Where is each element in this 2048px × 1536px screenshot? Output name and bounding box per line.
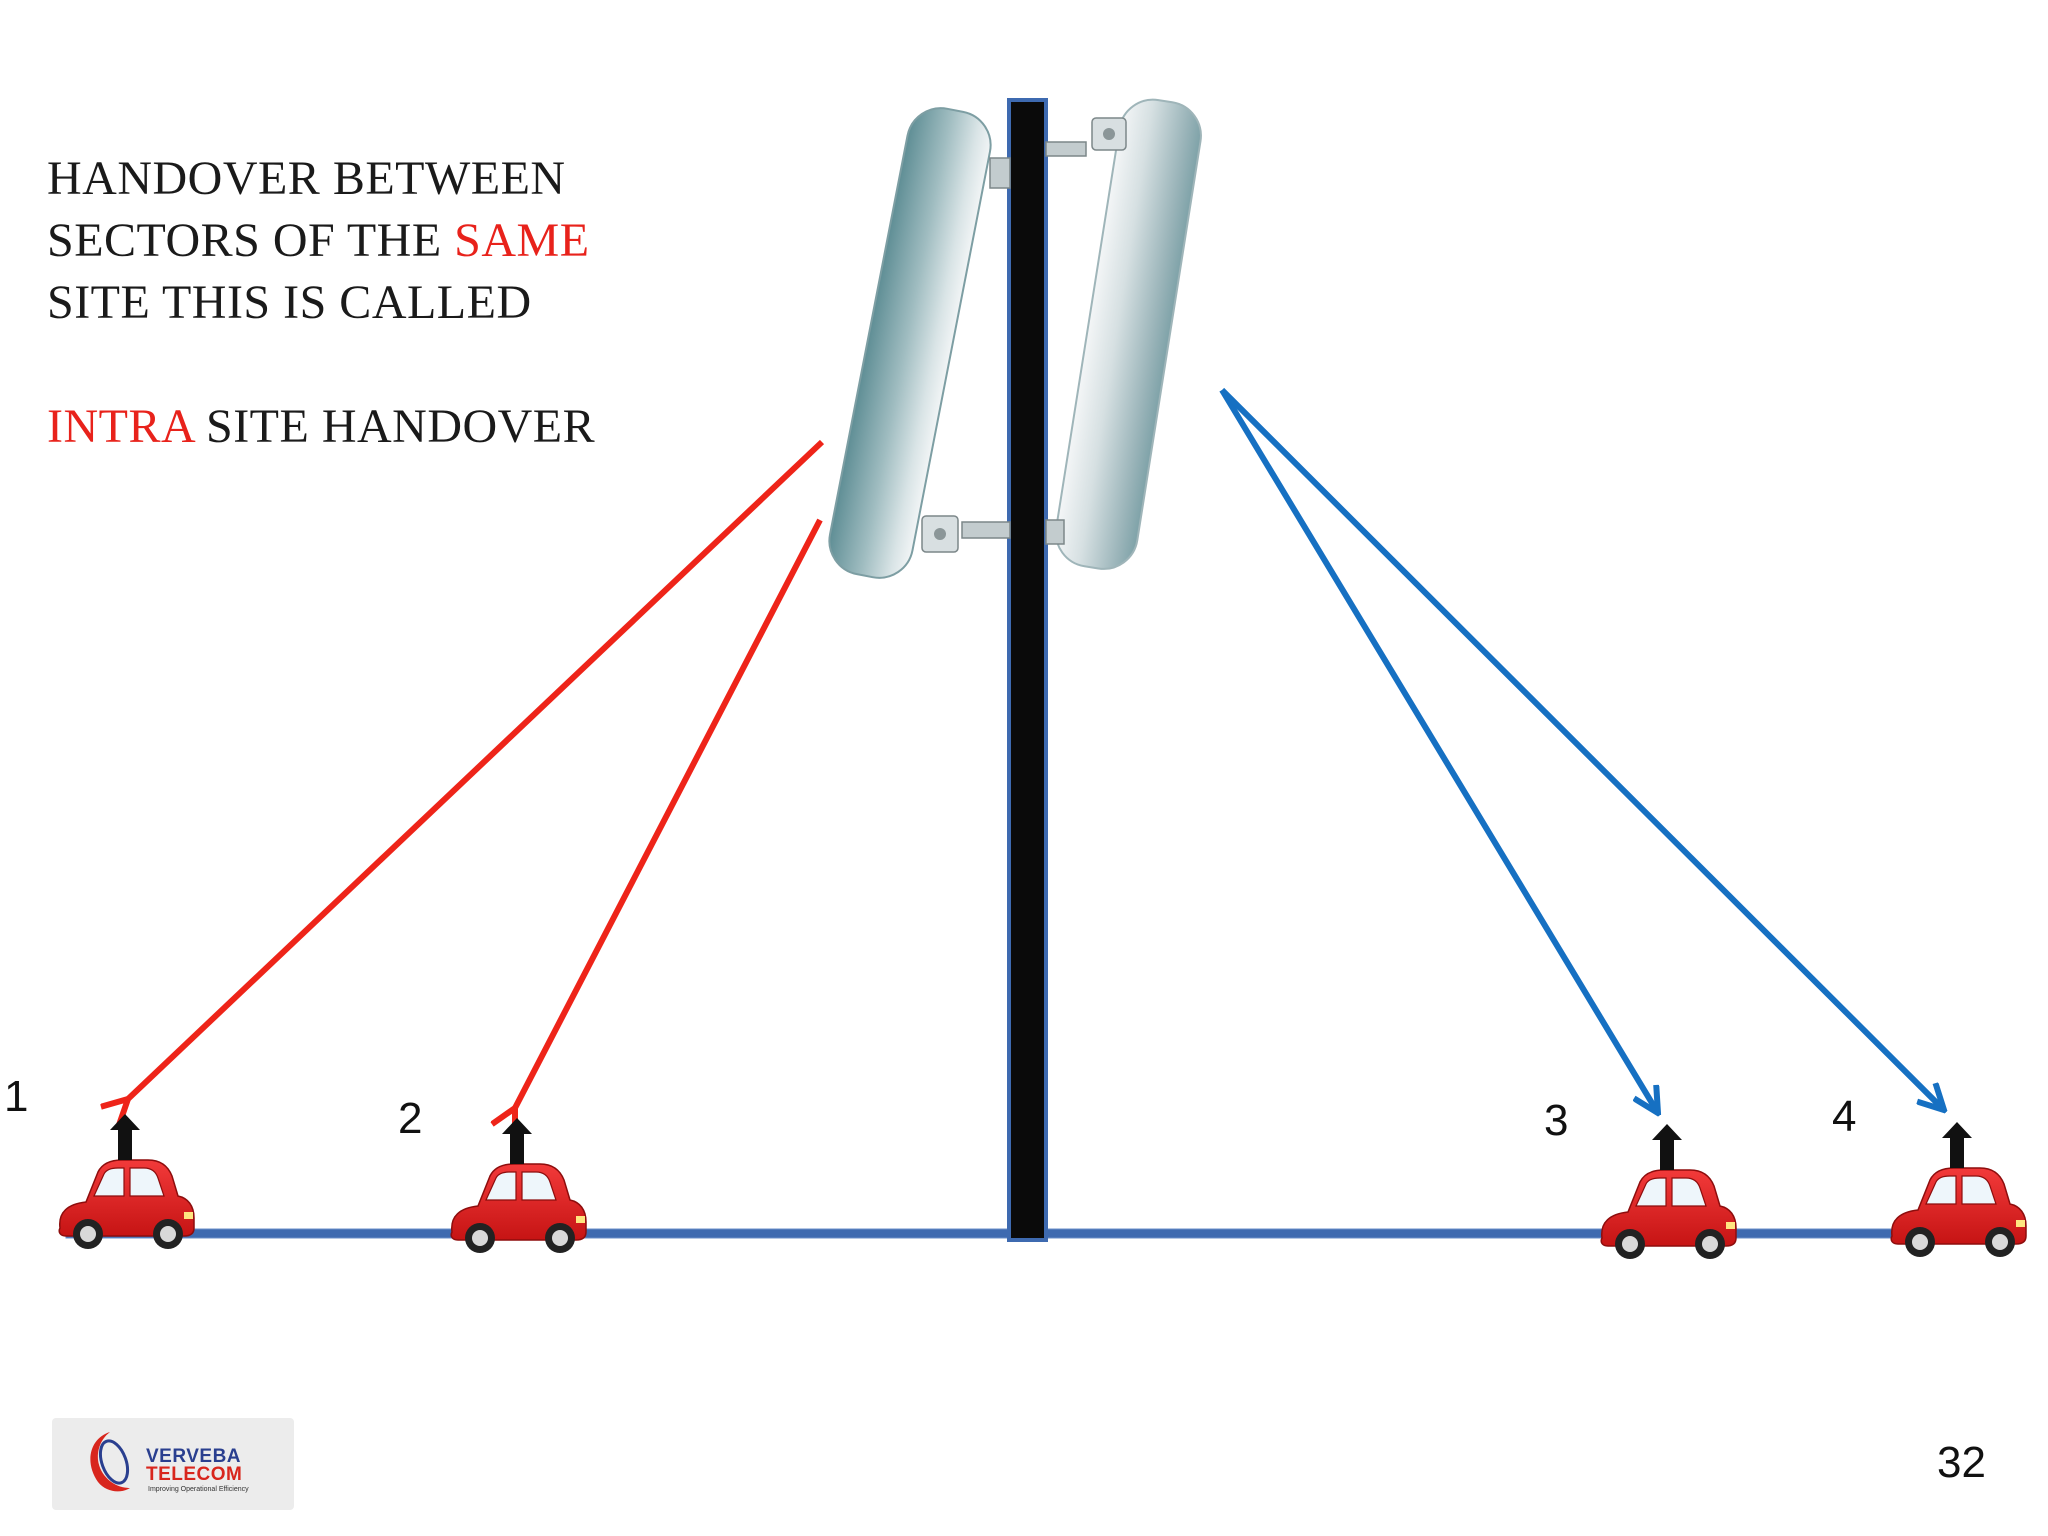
car-label-2: 2 bbox=[398, 1094, 423, 1143]
car-1 bbox=[55, 1113, 195, 1250]
title-line-2-text: SECTORS OF THE bbox=[47, 214, 455, 267]
car-3 bbox=[1597, 1123, 1737, 1260]
slide-title: HANDOVER BETWEEN SECTORS OF THE SAME SIT… bbox=[47, 148, 595, 458]
page-number: 32 bbox=[1937, 1438, 1986, 1487]
logo-name-line-1: VERVEBA bbox=[146, 1446, 242, 1467]
car-label-3: 3 bbox=[1544, 1096, 1569, 1145]
red-arrow-to-car-1 bbox=[128, 439, 825, 1099]
logo-name-line-2: TELECOM bbox=[146, 1464, 243, 1485]
car-4 bbox=[1887, 1121, 2027, 1258]
company-logo: VERVEBA TELECOM Improving Operational Ef… bbox=[52, 1418, 294, 1510]
car-label-4: 4 bbox=[1832, 1092, 1857, 1141]
right-antenna-panel bbox=[1054, 98, 1202, 570]
title-line-4-text: SITE HANDOVER bbox=[193, 400, 596, 453]
title-line-2: SECTORS OF THE SAME bbox=[47, 210, 595, 272]
title-same-highlight: SAME bbox=[454, 214, 590, 267]
car-label-1: 1 bbox=[4, 1072, 29, 1121]
left-antenna-panel bbox=[828, 107, 992, 579]
title-intra-highlight: INTRA bbox=[47, 400, 194, 453]
red-arrow-to-car-2 bbox=[515, 518, 823, 1108]
logo-swoosh-icon bbox=[90, 1432, 130, 1492]
blue-arrow-to-car-4 bbox=[1219, 387, 1944, 1110]
blue-arrow-to-car-3 bbox=[1219, 388, 1658, 1113]
mount-bracket-bottom bbox=[921, 515, 1065, 553]
logo-tagline: Improving Operational Efficiency bbox=[148, 1486, 249, 1493]
title-line-4: INTRA SITE HANDOVER bbox=[47, 396, 595, 458]
car-2 bbox=[447, 1117, 587, 1254]
tower-pole bbox=[1007, 98, 1048, 1242]
logo-name: VERVEBA TELECOM bbox=[146, 1446, 243, 1485]
title-line-1: HANDOVER BETWEEN bbox=[47, 152, 566, 205]
mount-bracket-top bbox=[989, 117, 1127, 189]
title-line-3: SITE THIS IS CALLED bbox=[47, 276, 532, 329]
